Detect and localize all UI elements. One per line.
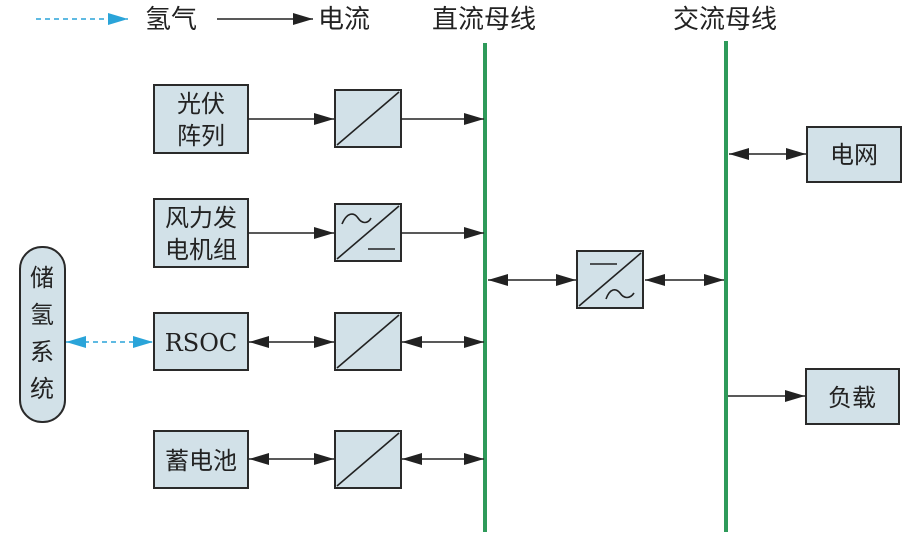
hydrogen-storage-capsule [19,246,66,423]
storage-char-3: 系 [30,338,54,366]
acdc-converter-wind [334,203,402,262]
load-box [805,368,900,425]
rsoc-box [153,312,249,371]
wind-label-line2: 电机组 [165,236,237,264]
pv-label-line1: 光伏 [177,90,225,118]
storage-char-4: 统 [30,375,54,403]
legend: 氢气 电流 [36,5,370,35]
ac-wave-icon [605,289,635,300]
battery-row: 蓄电池 [153,430,484,489]
dcdc-converter-pv [334,89,402,148]
storage-char-1: 储 [30,264,54,292]
pv-row: 光伏 阵列 [153,84,484,154]
dcdc-converter-rsoc [334,312,402,371]
pv-array-box [153,84,249,154]
dc-bus-label: 直流母线 [432,5,536,35]
hydrogen-storage: 储 氢 系 统 [19,246,66,423]
grid-label: 电网 [830,141,878,169]
battery-box [153,430,249,489]
load-row: 负载 [728,368,900,425]
load-label: 负载 [828,384,876,412]
battery-label: 蓄电池 [165,447,237,475]
wind-row: 风力发 电机组 [153,198,484,268]
wind-generator-box [153,198,249,268]
ac-wave-icon [341,213,372,225]
legend-current-label: 电流 [318,5,370,35]
rsoc-row: RSOC [153,312,484,371]
dcdc-converter-battery [334,430,402,489]
rsoc-label: RSOC [165,329,238,357]
storage-char-2: 氢 [30,301,54,329]
wind-label-line1: 风力发 [165,204,237,232]
inverter-row [488,250,724,309]
grid-row: 电网 [729,126,902,183]
grid-box [806,126,902,183]
ac-bus-label: 交流母线 [673,5,777,35]
pv-label-line2: 阵列 [177,122,225,150]
legend-hydrogen-label: 氢气 [145,5,197,35]
dcac-inverter [576,250,644,309]
